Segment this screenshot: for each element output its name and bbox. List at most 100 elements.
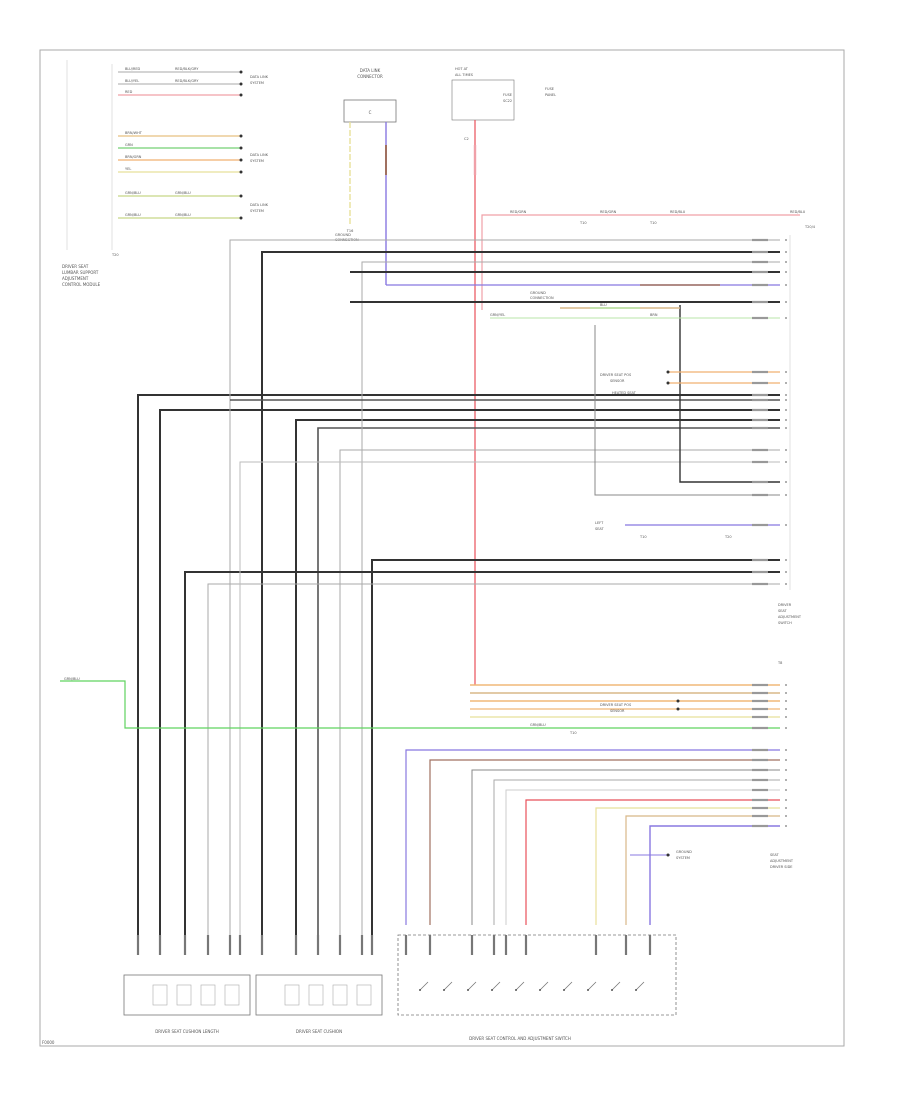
svg-text:DRIVER SEAT POS: DRIVER SEAT POS: [600, 703, 632, 707]
svg-text:GRN/BLU: GRN/BLU: [125, 191, 141, 195]
pin-terminal: [785, 583, 787, 585]
svg-text:SEAT: SEAT: [595, 527, 605, 531]
pin-terminal: [785, 284, 787, 286]
pin-terminal: [785, 494, 787, 496]
motor-winding: [152, 984, 168, 1006]
switch-contact-icon: [611, 981, 621, 991]
svg-text:ADJUSTMENT: ADJUSTMENT: [770, 859, 794, 863]
svg-text:RED/BLK/GRY: RED/BLK/GRY: [175, 79, 199, 83]
pin-terminal: [785, 700, 787, 702]
motor-cushion-length: DRIVER SEAT CUSHION LENGTH: [123, 974, 251, 1034]
pin-terminal: [785, 427, 787, 429]
pin-terminal: [785, 789, 787, 791]
svg-text:SWITCH: SWITCH: [778, 621, 792, 625]
pin-terminal: [785, 371, 787, 373]
svg-text:T16: T16: [346, 229, 354, 233]
svg-text:BLU: BLU: [600, 303, 607, 307]
svg-text:SYSTEM: SYSTEM: [250, 81, 264, 85]
svg-text:GROUND: GROUND: [530, 291, 546, 295]
switch-pivot: [587, 989, 589, 991]
ground-connection: GROUND CONNECTION GRN/YEL BLU BRN: [490, 291, 780, 319]
motor-winding: [332, 984, 348, 1006]
pin-terminal: [785, 825, 787, 827]
pin-terminal: [785, 261, 787, 263]
pin-terminal: [785, 382, 787, 384]
pin-terminal: [785, 684, 787, 686]
svg-text:BRN/WHT: BRN/WHT: [125, 131, 143, 135]
svg-text:DRIVER: DRIVER: [778, 603, 792, 607]
svg-text:PANEL: PANEL: [545, 93, 556, 97]
svg-text:DRIVER SEAT CUSHION: DRIVER SEAT CUSHION: [296, 1029, 342, 1034]
svg-text:CONTROL MODULE: CONTROL MODULE: [62, 282, 101, 287]
switch-pivot: [515, 989, 517, 991]
switch-contact-icon: [397, 934, 677, 1016]
svg-text:T10: T10: [569, 731, 577, 735]
svg-text:FUSE: FUSE: [545, 87, 554, 91]
pin-terminal: [785, 779, 787, 781]
svg-text:SEAT: SEAT: [770, 853, 780, 857]
pin-terminal: [785, 409, 787, 411]
svg-text:T8: T8: [777, 661, 782, 665]
svg-text:T20/4: T20/4: [804, 225, 816, 229]
svg-text:SYSTEM: SYSTEM: [676, 856, 690, 860]
motor-winding: [284, 984, 300, 1006]
pin-terminal: [785, 271, 787, 273]
motor-winding: [176, 984, 192, 1006]
switch-contact-icon: [515, 981, 525, 991]
switch-contact-icon: [563, 981, 573, 991]
pin-terminal: [785, 399, 787, 401]
switch-contact-icon: [419, 981, 429, 991]
pin-terminal: [785, 692, 787, 694]
svg-text:DRIVER SEAT CONTROL AND ADJUST: DRIVER SEAT CONTROL AND ADJUSTMENT SWITC…: [469, 1036, 571, 1041]
svg-text:RED/BLU: RED/BLU: [670, 210, 686, 214]
svg-text:DRIVER SEAT: DRIVER SEAT: [62, 264, 89, 269]
svg-text:ALL TIMES: ALL TIMES: [455, 73, 474, 77]
svg-text:RED/GRN: RED/GRN: [600, 210, 617, 214]
svg-text:BRN: BRN: [650, 313, 658, 317]
svg-text:GRN/BLU: GRN/BLU: [64, 677, 80, 681]
pin-terminal: [785, 449, 787, 451]
switch-contact-icon: [539, 981, 549, 991]
pin-terminal: [785, 807, 787, 809]
svg-text:SYSTEM: SYSTEM: [250, 159, 264, 163]
switch-pivot: [563, 989, 565, 991]
svg-text:GRN/YEL: GRN/YEL: [490, 313, 505, 317]
svg-text:T10: T10: [639, 535, 647, 539]
svg-text:GROUND: GROUND: [335, 233, 351, 237]
svg-text:BLU/RED: BLU/RED: [125, 67, 141, 71]
svg-text:GRN: GRN: [125, 143, 133, 147]
svg-text:DRIVER SEAT POS: DRIVER SEAT POS: [600, 373, 632, 377]
svg-text:HOT AT: HOT AT: [455, 67, 469, 71]
pin-terminal: [785, 708, 787, 710]
pin-terminal: [785, 317, 787, 319]
svg-text:GRN/BLU: GRN/BLU: [125, 213, 141, 217]
motor-cushion: DRIVER SEAT CUSHION: [255, 974, 383, 1034]
svg-text:RED/BLK/GRY: RED/BLK/GRY: [175, 67, 199, 71]
switch-contact-icon: [635, 981, 645, 991]
svg-text:DATA LINK: DATA LINK: [250, 75, 269, 79]
svg-text:SENSOR: SENSOR: [610, 379, 625, 383]
svg-text:RED: RED: [125, 90, 133, 94]
switch-pivot: [611, 989, 613, 991]
svg-text:ADJUSTMENT: ADJUSTMENT: [778, 615, 802, 619]
svg-text:T10: T10: [649, 221, 657, 225]
pin-terminal: [785, 524, 787, 526]
svg-text:CONNECTOR: CONNECTOR: [357, 74, 383, 79]
pin-terminal: [785, 251, 787, 253]
left-connector-block: BLU/RED RED/BLK/GRY BLU/YEL RED/BLK/GRY …: [66, 60, 269, 257]
switch-pivot: [491, 989, 493, 991]
svg-text:RED/GRN: RED/GRN: [510, 210, 527, 214]
pin-terminal: [785, 749, 787, 751]
pin-terminal: [785, 815, 787, 817]
svg-text:SYSTEM: SYSTEM: [250, 209, 264, 213]
svg-text:GRN/BLU: GRN/BLU: [175, 213, 191, 217]
pin-terminal: [785, 716, 787, 718]
switch-link: LEFT SEAT T10 T20: [595, 521, 780, 539]
svg-text:FUSE: FUSE: [503, 93, 512, 97]
svg-text:GRN/BLU: GRN/BLU: [175, 191, 191, 195]
svg-text:DATA LINK: DATA LINK: [250, 203, 269, 207]
fuse-panel: HOT AT ALL TIMES FUSE SC22 FUSE PANEL C2: [451, 67, 556, 685]
svg-text:ADJUSTMENT: ADJUSTMENT: [62, 276, 89, 281]
